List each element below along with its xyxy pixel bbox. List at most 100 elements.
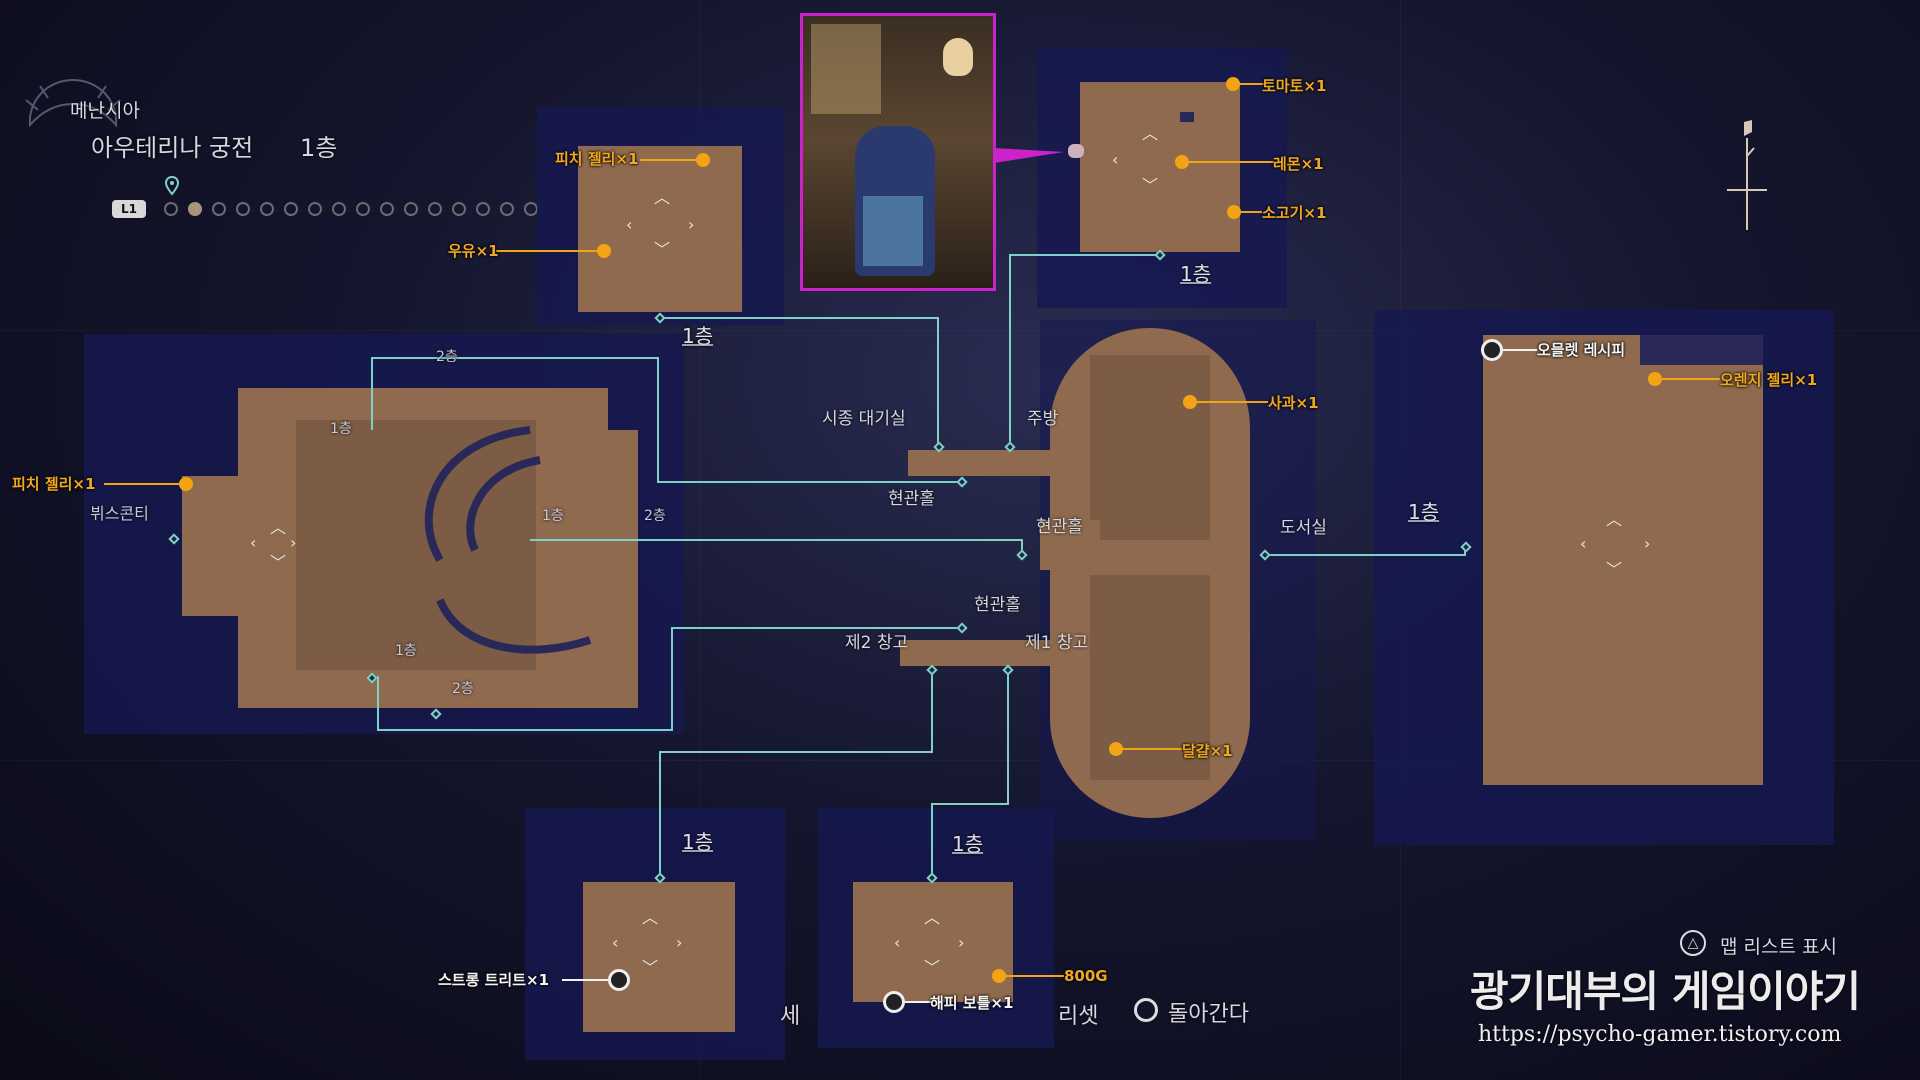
map-page-dot[interactable] (260, 201, 274, 216)
footer-partial-mid: 리셋 (1058, 1004, 1099, 1029)
item-marker-white[interactable] (608, 969, 630, 991)
item-orange-jelly: 오렌지 젤리×1 (1720, 371, 1818, 389)
floor-label: 1층 (952, 832, 984, 856)
recipe-marker[interactable] (1481, 339, 1503, 361)
item-lemon: 레몬×1 (1273, 155, 1324, 173)
arrow-left-icon: ‹ (250, 533, 257, 552)
item-marker[interactable] (992, 969, 1006, 983)
room-left-wing (182, 476, 242, 616)
arrow-left-icon: ‹ (612, 933, 619, 952)
item-leader (1122, 748, 1182, 750)
arrow-left-icon: ‹ (894, 933, 901, 952)
item-leader (640, 159, 698, 161)
item-marker-white[interactable] (883, 991, 905, 1013)
map-page-dot[interactable] (476, 201, 490, 216)
corridor-hall (1040, 520, 1100, 570)
floor-label: 1층 (542, 508, 564, 524)
arrow-down-icon: ﹀ (654, 240, 671, 259)
room-top-left (578, 146, 742, 312)
floor-label: 2층 (436, 349, 458, 365)
map-page-dot[interactable] (308, 201, 322, 216)
arrow-up-icon: ︿ (1606, 510, 1623, 529)
room-label-entrance-2: 현관홀 (1036, 517, 1083, 537)
arrow-right-icon: › (958, 933, 965, 952)
room-center-inner-top (1090, 355, 1210, 540)
item-leader (1660, 378, 1720, 380)
arrow-right-icon: › (290, 533, 297, 552)
map-page-dot[interactable] (380, 201, 394, 216)
item-marker[interactable] (1109, 742, 1123, 756)
map-page-dot[interactable] (404, 201, 418, 216)
item-marker[interactable] (1175, 155, 1189, 169)
room-label-storage-2: 제2 창고 (845, 633, 909, 653)
arrow-down-icon: ﹀ (642, 958, 659, 977)
item-marker[interactable] (1227, 205, 1241, 219)
triangle-button-icon: △ (1680, 930, 1706, 956)
map-page-dot[interactable] (500, 201, 514, 216)
arrow-up-icon: ︿ (654, 188, 671, 207)
item-apple: 사과×1 (1268, 394, 1319, 412)
corridor-bottom (900, 640, 1053, 666)
map-page-dots[interactable] (164, 198, 548, 217)
map-page-dot[interactable] (452, 201, 466, 216)
floor-label: 1층 (682, 830, 714, 854)
map-page-dot[interactable] (212, 201, 226, 216)
character-cape (863, 196, 923, 266)
corridor-center (908, 450, 1053, 476)
item-marker[interactable] (597, 244, 611, 258)
item-marker[interactable] (1183, 395, 1197, 409)
room-top-right (1080, 82, 1240, 252)
arrow-up-icon: ︿ (270, 518, 287, 537)
callout-screenshot (800, 13, 996, 291)
room-label-entrance-3: 현관홀 (974, 595, 1021, 615)
item-leader (1004, 975, 1064, 977)
arrow-right-icon: › (688, 215, 695, 234)
item-marker[interactable] (179, 477, 193, 491)
item-egg: 달걀×1 (1182, 742, 1233, 760)
room-bottom-left (583, 882, 735, 1032)
room-label-storage-1: 제1 창고 (1025, 633, 1089, 653)
arrow-down-icon: ﹀ (1606, 560, 1623, 579)
map-page-dot[interactable] (236, 201, 250, 216)
item-strong-tree: 스트롱 트리트×1 (438, 971, 550, 989)
arrow-up-icon: ︿ (1142, 124, 1159, 143)
map-page-dot[interactable] (332, 201, 346, 216)
owl-icon (943, 38, 973, 76)
arrow-left-icon: ‹ (626, 215, 633, 234)
floor-label: 1층 (1180, 262, 1212, 286)
room-right (1483, 335, 1763, 785)
map-page-dot[interactable] (356, 201, 370, 216)
item-milk: 우유×1 (448, 242, 499, 260)
item-leader (104, 483, 180, 485)
arrow-down-icon: ﹀ (924, 958, 941, 977)
arrow-up-icon: ︿ (642, 908, 659, 927)
map-page-dot[interactable] (188, 201, 202, 216)
room-label-visconti: 뷔스콘티 (90, 504, 149, 523)
arrow-right-icon: › (676, 933, 683, 952)
item-peach-jelly-left: 피치 젤리×1 (12, 475, 96, 493)
item-gold: 800G (1064, 967, 1108, 985)
watermark-title: 광기대부의 게임이야기 (1470, 967, 1861, 1016)
watermark-url: https://psycho-gamer.tistory.com (1478, 1022, 1842, 1047)
arrow-right-icon: › (1644, 534, 1651, 553)
room-label-waiting: 시종 대기실 (822, 409, 906, 429)
item-peach-jelly-top: 피치 젤리×1 (555, 150, 639, 168)
item-marker[interactable] (1226, 77, 1240, 91)
item-tomato: 토마토×1 (1262, 77, 1327, 95)
item-leader (1240, 211, 1262, 213)
map-page-dot[interactable] (428, 201, 442, 216)
item-leader (1503, 349, 1537, 351)
item-marker[interactable] (696, 153, 710, 167)
room-label-entrance-1: 현관홀 (888, 489, 935, 509)
map-page-dot[interactable] (164, 201, 178, 216)
item-leader (1238, 83, 1264, 85)
item-leader (1188, 161, 1274, 163)
footer-partial-left: 세 (780, 1004, 801, 1029)
floor-label: 2층 (644, 508, 666, 524)
item-marker[interactable] (1648, 372, 1662, 386)
l1-button[interactable]: L1 (112, 200, 146, 218)
room-left-inner (296, 420, 536, 670)
map-page-dot[interactable] (284, 201, 298, 216)
floor-label: 1층 (1408, 500, 1440, 524)
